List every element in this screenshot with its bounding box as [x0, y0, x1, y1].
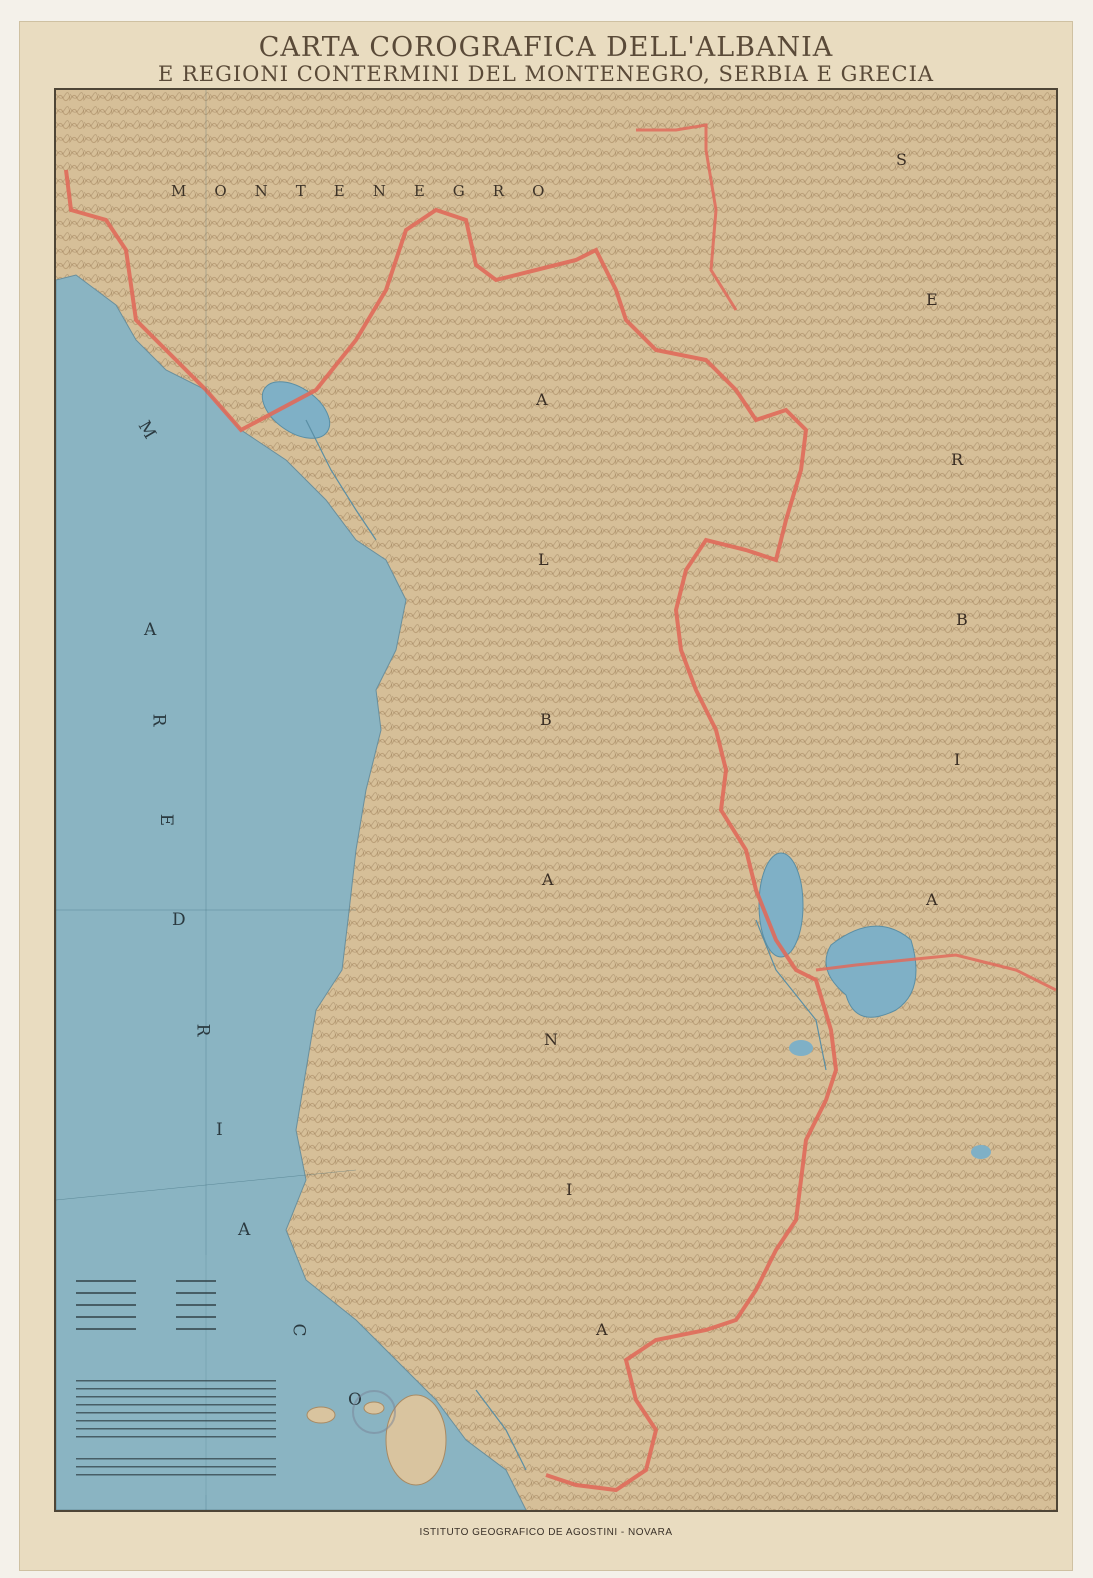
albania-letter: L — [538, 550, 549, 569]
albania-letter: I — [566, 1180, 573, 1199]
small-island — [306, 1406, 336, 1424]
albania-letter: B — [540, 710, 552, 729]
river — [475, 1389, 527, 1471]
east-letter: B — [956, 610, 968, 629]
legend-rows — [76, 1280, 276, 1476]
montenegro-label: MONTENEGRO — [171, 182, 573, 200]
east-letter: R — [951, 450, 964, 469]
library-stamp — [352, 1390, 396, 1434]
adriatic-sea — [56, 274, 527, 1510]
map-subtitle: E REGIONI CONTERMINI DEL MONTENEGRO, SER… — [157, 62, 935, 86]
albania-letter: A — [542, 870, 554, 889]
sea-letter: I — [216, 1120, 223, 1140]
albania-letter: A — [536, 390, 548, 409]
sea-letter: R — [148, 713, 169, 727]
map-frame[interactable]: MONTENEGRO M A R E D R I A C O A L B A N… — [54, 88, 1058, 1512]
small-lake — [789, 1040, 813, 1056]
sea-letter: C — [288, 1323, 309, 1337]
small-lake — [971, 1145, 991, 1159]
map-title: CARTA COROGRAFICA DELL'ALBANIA — [258, 32, 834, 63]
parallel-line — [56, 1169, 357, 1201]
sea-letter: D — [172, 910, 186, 930]
sea-letter: A — [238, 1220, 251, 1240]
map-sheet: CARTA COROGRAFICA DELL'ALBANIA E REGIONI… — [20, 22, 1072, 1570]
river — [305, 419, 377, 541]
albania-letter: N — [544, 1030, 558, 1049]
albania-border — [64, 169, 839, 1493]
east-letter: S — [896, 150, 907, 169]
serbia-border — [636, 123, 738, 311]
map-canvas[interactable] — [56, 90, 1056, 1510]
corfu-island — [385, 1394, 447, 1486]
sea-letter: E — [156, 813, 177, 827]
albania-letter: A — [596, 1320, 608, 1339]
sea-letter: R — [192, 1023, 213, 1037]
legend-box — [66, 1255, 296, 1495]
river — [755, 919, 827, 1071]
sea-letter: A — [144, 620, 157, 640]
east-letter: A — [926, 890, 938, 909]
greece-border — [815, 953, 1056, 992]
east-letter: E — [926, 290, 938, 309]
lake-prespa — [825, 925, 917, 1018]
lake-ohrid — [758, 852, 804, 958]
publisher-imprint: ISTITUTO GEOGRAFICO DE AGOSTINI - NOVARA — [419, 1527, 673, 1538]
east-letter: I — [954, 750, 961, 769]
